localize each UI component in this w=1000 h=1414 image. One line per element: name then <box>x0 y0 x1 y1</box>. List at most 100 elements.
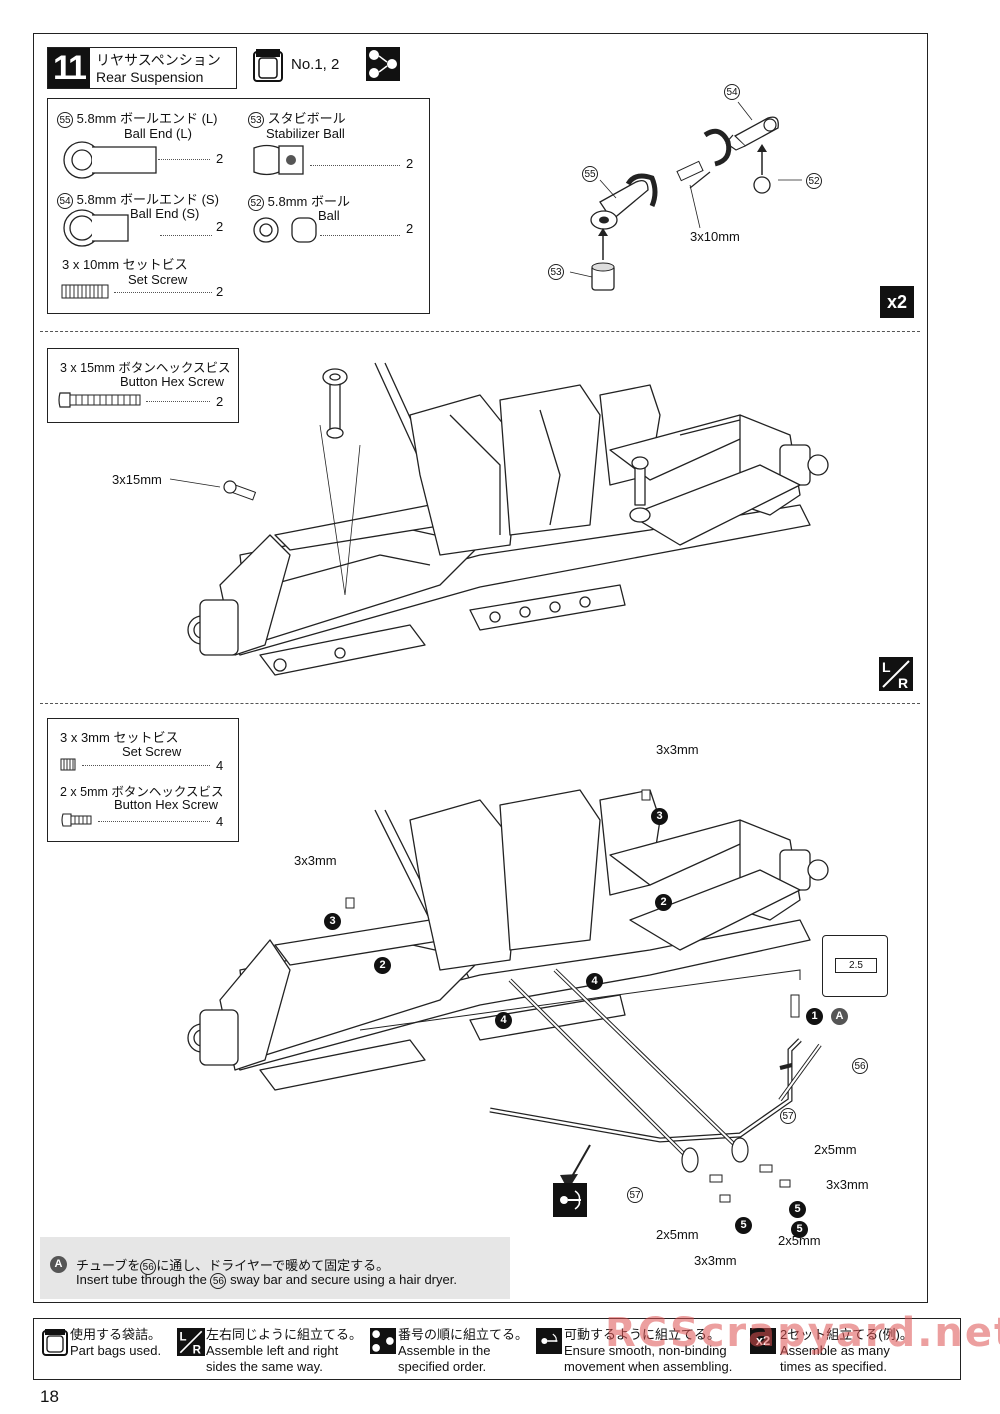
part-number-55: 55 <box>57 111 73 128</box>
callout-57-top: 57 <box>780 1107 796 1125</box>
legend-bag-jp: 使用する袋詰。 <box>70 1327 162 1342</box>
svg-text:R: R <box>193 1345 202 1357</box>
legend-order-icon <box>370 1328 396 1354</box>
ball-end-s-icon <box>63 209 129 247</box>
part-52-qty: 2 <box>406 221 414 236</box>
note-marker-a: A <box>50 1254 67 1273</box>
part-52-en: Ball <box>318 208 340 223</box>
order-marker-4-right: 4 <box>586 971 603 990</box>
set-screw-qty: 2 <box>216 284 224 299</box>
legend-x2-en: Assemble as many <box>780 1343 890 1358</box>
svg-text:L: L <box>882 659 891 675</box>
legend-lr-jp: 左右同じように組立てる。 <box>206 1327 363 1342</box>
callout-57-bottom: 57 <box>627 1186 643 1204</box>
callout-55: 55 <box>582 165 598 183</box>
x2-badge: x2 <box>880 286 914 318</box>
legend-bag-icon <box>42 1329 68 1356</box>
svg-text:R: R <box>898 675 908 691</box>
button-hex-2x5-qty: 4 <box>216 814 224 829</box>
label-3x15mm: 3x15mm <box>112 472 162 487</box>
legend-movement-en: Ensure smooth, non-binding <box>564 1343 727 1358</box>
part-53-label: 53 スタビボール <box>248 108 346 128</box>
note-en: Insert tube through the 56 sway bar and … <box>76 1272 457 1289</box>
parts-box-3: 3 x 3mm セットビス Set Screw 4 2 x 5mm ボタンヘック… <box>47 718 239 842</box>
callout-53: 53 <box>548 263 564 281</box>
label-2x5mm-c: 2x5mm <box>778 1233 821 1248</box>
set-screw-small-icon <box>60 758 76 771</box>
step-title-en: Rear Suspension <box>96 69 204 85</box>
part-number-53: 53 <box>248 111 264 128</box>
step-header: 11 リヤサスペンション Rear Suspension <box>47 47 237 89</box>
page-frame <box>33 33 928 1303</box>
svg-text:L: L <box>179 1331 186 1343</box>
bag-numbers: No.1, 2 <box>291 56 340 73</box>
set-screw-3x3-en: Set Screw <box>122 744 182 759</box>
page-number: 18 <box>40 1387 59 1406</box>
part-53-jp: スタビボール <box>267 111 346 126</box>
callout-54: 54 <box>724 83 740 101</box>
legend-x2-en2: times as specified. <box>780 1359 887 1374</box>
set-screw-icon <box>61 284 109 299</box>
legend-x2-icon: x2 <box>750 1328 776 1354</box>
button-hex-qty: 2 <box>216 394 224 409</box>
legend-movement-jp: 可動するように組立てる。 <box>564 1327 721 1342</box>
order-marker-2-right: 2 <box>655 892 672 911</box>
lr-badge-icon: L R <box>879 657 913 691</box>
legend-x2-jp: 2セット組立てる(例)。 <box>780 1327 913 1342</box>
order-marker-3-right: 3 <box>651 806 668 825</box>
button-hex-2x5-en: Button Hex Screw <box>114 797 219 812</box>
order-marker-1: 1 <box>806 1006 823 1025</box>
label-3x10mm: 3x10mm <box>690 229 740 244</box>
legend-bag-en: Part bags used. <box>70 1343 162 1358</box>
bag-icon <box>253 49 283 82</box>
set-screw-en: Set Screw <box>128 272 188 287</box>
set-screw-3x3-qty: 4 <box>216 758 224 773</box>
ball-icon <box>253 217 317 243</box>
stabilizer-ball-icon <box>253 144 304 176</box>
callout-56: 56 <box>852 1057 868 1075</box>
part-55-en: Ball End (L) <box>124 126 192 141</box>
step-number: 11 <box>48 48 90 88</box>
label-2x5mm-b: 2x5mm <box>656 1227 699 1242</box>
order-marker-2-left: 2 <box>374 955 391 974</box>
part-54-en: Ball End (S) <box>130 206 200 221</box>
callout-52: 52 <box>806 172 822 190</box>
button-hex-2x5-jp: 2 x 5mm ボタンヘックスビス <box>60 785 224 799</box>
label-3x3mm-right: 3x3mm <box>826 1177 869 1192</box>
legend-movement-en2: movement when assembling. <box>564 1359 733 1374</box>
legend-movement-icon <box>536 1328 562 1354</box>
movement-icon <box>553 1183 587 1217</box>
label-3x3mm-bottom: 3x3mm <box>694 1253 737 1268</box>
step-title-jp: リヤサスペンション <box>96 52 221 68</box>
legend-order-en2: specified order. <box>398 1359 487 1374</box>
ball-end-l-icon <box>63 141 157 179</box>
part-number-52: 52 <box>248 194 264 211</box>
part-54-label: 54 5.8mm ボールエンド (S) <box>57 189 219 209</box>
button-hex-small-icon <box>61 813 92 827</box>
set-screw-3x3-jp: 3 x 3mm セットビス <box>60 730 179 745</box>
button-hex-jp: 3 x 15mm ボタンヘックスビス <box>60 361 231 375</box>
legend-order-en: Assemble in the <box>398 1343 491 1358</box>
ball-end-assembly-drawing <box>569 101 802 291</box>
order-icon <box>366 47 400 81</box>
label-3x3mm-left: 3x3mm <box>294 853 337 868</box>
order-marker-5-lower: 5 <box>791 1219 808 1238</box>
part-55-label: 55 5.8mm ボールエンド (L) <box>57 108 217 128</box>
legend-lr-icon: L R <box>177 1328 205 1357</box>
part-number-54: 54 <box>57 192 73 209</box>
part-54-qty: 2 <box>216 219 224 234</box>
legend-order-jp: 番号の順に組立てる。 <box>398 1327 529 1342</box>
legend-lr-en: Assemble left and right <box>206 1343 339 1358</box>
part-53-en: Stabilizer Ball <box>266 126 345 141</box>
set-screw-jp: 3 x 10mm セットビス <box>62 257 188 272</box>
button-hex-screw-icon <box>58 392 141 408</box>
sway-bar-assembly-drawing <box>187 789 829 1203</box>
part-55-jp: 5.8mm ボールエンド (L) <box>76 111 218 126</box>
order-marker-4-left: 4 <box>495 1010 512 1029</box>
part-54-jp: 5.8mm ボールエンド (S) <box>76 192 219 207</box>
parts-box-2: 3 x 15mm ボタンヘックスビス Button Hex Screw 2 <box>47 348 239 423</box>
part-52-label: 52 5.8mm ボール <box>248 191 350 211</box>
part-52-jp: 5.8mm ボール <box>267 194 350 209</box>
part-55-qty: 2 <box>216 151 224 166</box>
